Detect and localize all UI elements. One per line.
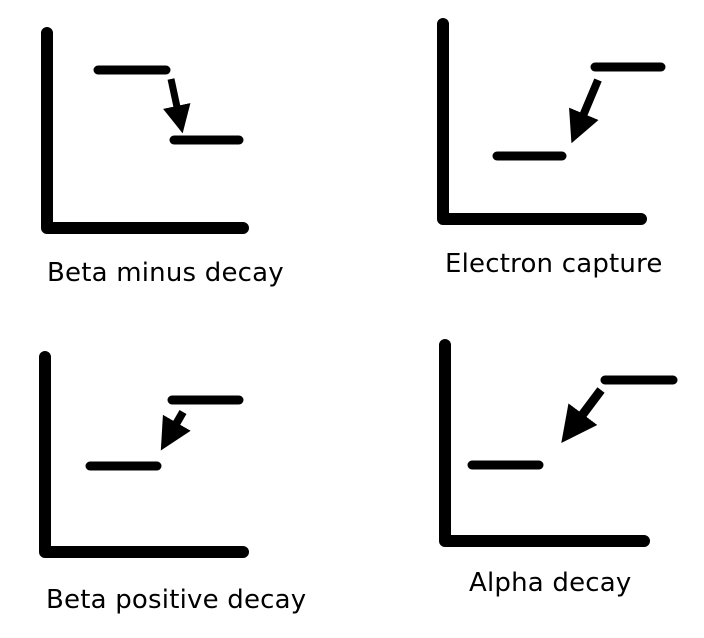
transition-arrow [569,78,602,144]
panel-electron-capture [437,18,666,225]
transition-arrow [163,78,191,134]
energy-axes [41,27,249,234]
panel-beta-positive-decay [39,351,249,558]
energy-axes [437,18,647,225]
panel-beta-minus-decay [41,27,249,234]
energy-axes [439,339,650,547]
transition-arrow [561,387,605,443]
label-electron-capture: Electron capture [445,249,663,279]
transition-arrow [160,410,191,451]
label-beta-minus-decay: Beta minus decay [47,258,284,288]
panel-alpha-decay [439,339,678,547]
energy-axes [39,351,249,558]
label-beta-positive-decay: Beta positive decay [46,585,307,615]
label-alpha-decay: Alpha decay [469,568,632,598]
